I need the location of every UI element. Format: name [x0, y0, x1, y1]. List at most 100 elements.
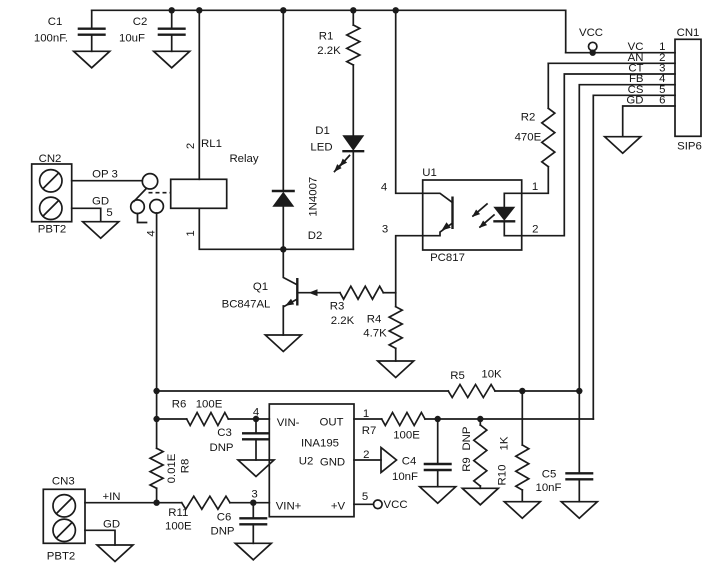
cn1-num-3: 3 — [659, 63, 665, 75]
c5-value: 10nF — [536, 482, 562, 494]
capacitor-icon — [240, 432, 272, 441]
ina195-u2: VIN- OUT INA195 U2 GND VIN+ +V 4 3 1 2 5… — [251, 403, 408, 518]
capacitor-c2: C2 10uF — [119, 9, 191, 69]
c3-ref: C3 — [217, 427, 232, 439]
r6-value: 100E — [196, 399, 223, 411]
u2-pin-vin-plus: VIN+ — [276, 501, 302, 513]
u2-vcc-label: VCC — [384, 499, 408, 511]
rl1-pin2: 2 — [185, 143, 197, 149]
r9-ref: R9 — [461, 457, 473, 472]
c1-ref: C1 — [48, 16, 63, 28]
r2-ref: R2 — [521, 112, 536, 124]
switch-lever — [132, 187, 148, 203]
r8-value: 0.01E — [166, 453, 178, 483]
vcc-circle-icon — [372, 499, 383, 510]
capacitor-c4: C4 10nF — [392, 418, 457, 505]
ground-icon — [96, 544, 134, 563]
cn3-type: PBT2 — [47, 551, 76, 563]
c3-value: DNP — [209, 442, 233, 454]
ground-icon — [376, 360, 415, 379]
cn1-pin-cs: CS — [628, 84, 644, 96]
capacitor-c1: C1 100nF. — [34, 9, 111, 69]
u2-num3: 3 — [251, 489, 257, 501]
cn1-pin-gd: GD — [626, 95, 643, 107]
u2-num1: 1 — [363, 408, 369, 420]
vcc-label: VCC — [579, 27, 603, 39]
capacitor-c6: C6 DNP — [210, 501, 273, 561]
u1-pin1: 1 — [532, 181, 538, 193]
capacitor-c5: C5 10nF — [536, 469, 599, 520]
u2-pin-vin-minus: VIN- — [277, 417, 300, 429]
resistor-r9: DNP R9 — [461, 418, 500, 506]
screw-terminal-icon — [52, 518, 77, 543]
d1-value: LED — [310, 142, 332, 154]
c4-value: 10nF — [392, 471, 418, 483]
cn1-num-5: 5 — [659, 84, 665, 96]
u2-num4: 4 — [253, 407, 259, 419]
cn3-ref: CN3 — [52, 476, 75, 488]
d2-ref: D2 — [308, 230, 323, 242]
u2-ref: U2 — [299, 456, 314, 468]
ground-icon — [234, 542, 273, 561]
resistor-r8: 0.01E R8 — [148, 447, 191, 504]
q1-value: BC847AL — [222, 299, 271, 311]
ground-icon — [264, 334, 303, 353]
resistor-r4: R4 4.7K — [363, 291, 415, 379]
cn1-type: SIP6 — [677, 141, 702, 153]
sense-network: R5 10K — [153, 212, 583, 450]
resistor-r7-out-line: R7 100E — [353, 410, 595, 442]
c5-ref: C5 — [542, 469, 557, 481]
capacitor-icon — [76, 27, 107, 36]
cn1-num-4: 4 — [659, 73, 665, 85]
r3-value: 2.2K — [331, 315, 355, 327]
ground-icon — [418, 485, 457, 505]
u2-num2: 2 — [363, 449, 369, 461]
r5-value: 10K — [481, 369, 502, 381]
u2-pin-gnd: GND — [320, 457, 345, 469]
capacitor-icon — [564, 472, 595, 481]
ground-icon — [503, 500, 542, 520]
rl1-pin1: 1 — [185, 230, 197, 236]
u1-pin3: 3 — [382, 224, 388, 236]
u2-pin-out: OUT — [319, 417, 343, 429]
r1-ref: R1 — [319, 31, 334, 43]
diode-d2: 1N4007 D2 — [271, 9, 323, 251]
capacitor-c3: C3 DNP — [209, 418, 275, 478]
connector-cn2: CN2 PBT2 OP 3 GD 5 — [30, 153, 144, 240]
led-d1: D1 LED — [310, 125, 365, 251]
vcc-symbol-top: VCC — [579, 27, 603, 56]
relay-coil-box — [169, 178, 228, 210]
cn1-pin-an: AN — [628, 52, 644, 64]
rl1-ref: RL1 — [201, 138, 222, 150]
r5-ref: R5 — [450, 370, 465, 382]
transistor-q1: Q1 BC847AL — [222, 248, 341, 353]
d1-ref: D1 — [315, 125, 330, 137]
cn1-pin-labels: VC AN CT FB CS GD 1 2 3 4 5 6 — [626, 41, 665, 106]
r8-ref: R8 — [179, 459, 191, 474]
cn2-pin-op: OP 3 — [92, 169, 118, 181]
rl1-value: Relay — [229, 153, 258, 165]
u2-value: INA195 — [301, 438, 339, 450]
cn3-pin-gd: GD — [103, 519, 120, 531]
cn1-num-1: 1 — [659, 41, 665, 53]
cn2-pin-4: 4 — [145, 230, 157, 236]
cn1-num-6: 6 — [659, 95, 665, 107]
resistor-r3: R3 2.2K — [330, 284, 397, 327]
r2-value: 470E — [515, 132, 542, 144]
relay-switch-contacts: 4 — [129, 172, 171, 237]
ground-icon — [81, 220, 120, 240]
cn1-num-2: 2 — [659, 52, 665, 64]
r10-value: 1K — [498, 436, 510, 450]
cn1-ref: CN1 — [677, 27, 700, 39]
r1-value: 2.2K — [317, 45, 341, 57]
resistor-r6: R6 100E — [155, 399, 271, 428]
c1-value: 100nF. — [34, 33, 68, 45]
screw-terminal-icon — [52, 493, 77, 518]
r3-ref: R3 — [330, 301, 345, 313]
led-emission-arrows-icon — [333, 154, 351, 173]
cn1-pin-ct: CT — [628, 63, 643, 75]
resistor-r1: R1 2.2K — [317, 9, 362, 137]
capacitor-icon — [156, 27, 187, 36]
